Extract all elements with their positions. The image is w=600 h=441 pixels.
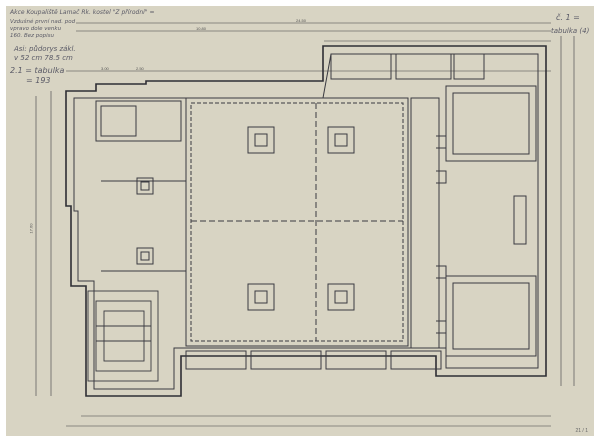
dimension-top: 10.80 (196, 26, 207, 31)
top-right-note: č. 1 = (556, 13, 580, 22)
floor-plan-drawing (35, 22, 575, 427)
drawing-sheet: Akce Koupaliště Lamač Rk. kostel "Z přír… (6, 6, 594, 436)
sheet-reference: 2.1 = tabulka (10, 66, 65, 75)
dimension-left: 3.00 (101, 66, 109, 71)
corner-mark: 21 / 1 (575, 428, 588, 434)
note-line: Vzdušné první nad. pod (10, 19, 76, 25)
top-right-note: tabulka (4) (551, 27, 590, 35)
dimension-overall: 24.50 (296, 18, 307, 23)
dimension-lines (35, 22, 575, 427)
outer-walls (65, 45, 547, 397)
columns (136, 126, 355, 311)
note-line: Asi: půdorys zákl. (14, 45, 76, 53)
dimension-mid: 2.50 (136, 66, 144, 71)
dimension-height: 17.60 (28, 223, 34, 234)
note-line: vpravo dole venku (10, 26, 62, 32)
inner-walls (73, 53, 539, 390)
note-line: 160. Bez popisu (10, 33, 55, 39)
note-line: v 52 cm 78.5 cm (14, 54, 73, 62)
note-title: Akce Koupaliště Lamač Rk. kostel "Z přír… (10, 9, 155, 16)
sheet-number: = 193 (26, 76, 51, 85)
stair-block (87, 290, 159, 382)
